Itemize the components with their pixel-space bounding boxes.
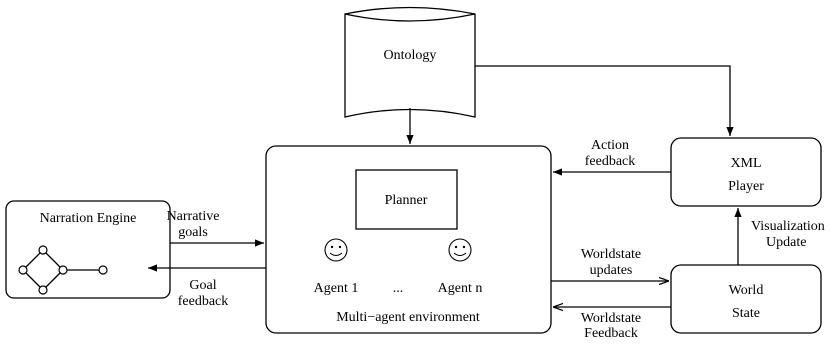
xml-player-frame bbox=[670, 137, 822, 207]
planner-label: Planner bbox=[385, 193, 428, 208]
world-state-box: World State bbox=[670, 264, 822, 334]
narrative-graph-icon bbox=[18, 245, 108, 295]
world-state-frame bbox=[670, 264, 822, 334]
visualization-update-label-line1: Visualization bbox=[751, 219, 825, 234]
agent-ellipsis: ... bbox=[393, 281, 404, 296]
ontology-label: Ontology bbox=[384, 48, 437, 63]
ontology-database: Ontology bbox=[344, 6, 476, 118]
action-feedback-label-line2: feedback bbox=[585, 154, 636, 169]
xml-player-label-line1: XML bbox=[730, 156, 761, 171]
agent-1-face-icon bbox=[324, 238, 348, 262]
agent-n-label: Agent n bbox=[438, 281, 483, 296]
worldstate-feedback-label-line2: Feedback bbox=[584, 326, 638, 340]
agent-n-face-icon bbox=[448, 238, 472, 262]
environment-label: Multi−agent environment bbox=[336, 310, 480, 325]
agent-1-label: Agent 1 bbox=[314, 281, 359, 296]
ontology-database-rim bbox=[344, 13, 476, 22]
narration-engine-label: Narration Engine bbox=[40, 211, 137, 226]
worldstate-feedback-label-line1: Worldstate bbox=[581, 311, 641, 326]
worldstate-updates-label-line1: Worldstate bbox=[581, 247, 641, 262]
action-feedback-label-line1: Action bbox=[591, 138, 629, 153]
goal-feedback-label-line1: Goal bbox=[189, 278, 216, 293]
world-state-label-line2: State bbox=[732, 306, 760, 321]
goal-feedback-label-line2: feedback bbox=[178, 294, 229, 309]
xml-player-box: XML Player bbox=[670, 137, 822, 207]
narrative-goals-label-line1: Narrative bbox=[167, 209, 220, 224]
world-state-label-line1: World bbox=[729, 283, 764, 298]
planner-box bbox=[355, 169, 458, 230]
narration-engine-box: Narration Engine bbox=[5, 200, 171, 299]
multi-agent-environment-box: Planner Agent 1 ... Agent n Multi−agent … bbox=[265, 145, 552, 334]
environment-frame bbox=[265, 145, 552, 334]
xml-player-label-line2: Player bbox=[728, 179, 764, 194]
worldstate-updates-label-line2: updates bbox=[590, 263, 633, 278]
ontology-database-shape bbox=[344, 6, 476, 118]
visualization-update-label-line2: Update bbox=[766, 235, 806, 250]
narrative-goals-label-line2: goals bbox=[178, 225, 208, 240]
narration-engine-frame bbox=[5, 200, 171, 299]
ontology-to-xml-player-arrow bbox=[475, 65, 734, 136]
